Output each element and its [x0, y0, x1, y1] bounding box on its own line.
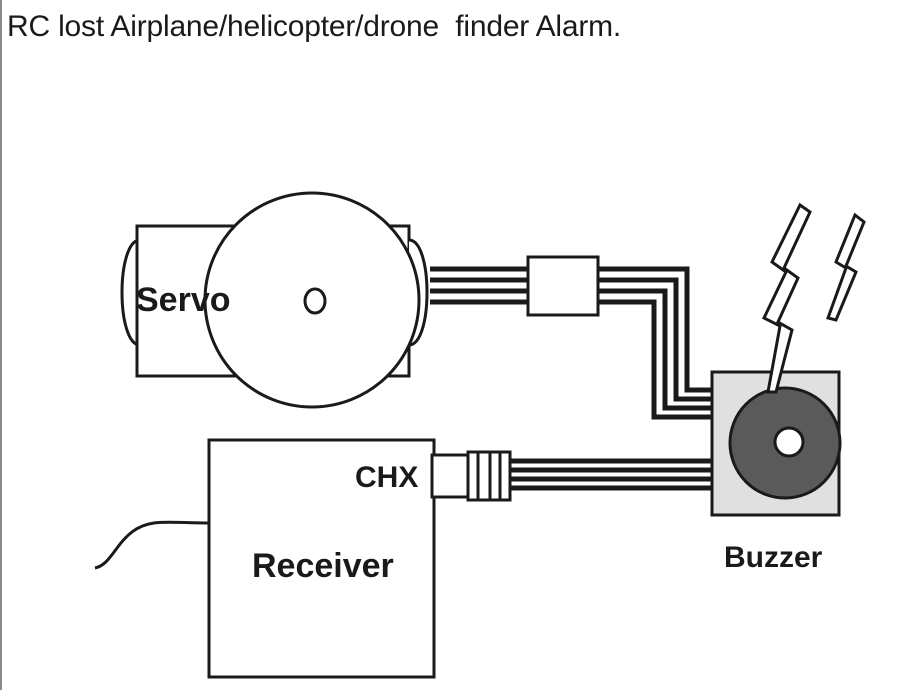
buzzer-label: Buzzer — [724, 541, 823, 574]
sound-waves-icon — [762, 202, 866, 394]
servo-lead — [430, 266, 530, 305]
receiver-label: Receiver — [252, 547, 394, 585]
page-left-border — [0, 0, 2, 690]
receiver-antenna — [94, 520, 210, 570]
servo: Servo — [120, 191, 429, 409]
buzzer-center — [773, 426, 805, 458]
receiver-to-buzzer-wires — [510, 458, 712, 491]
servo-shaft — [303, 287, 327, 315]
receiver: Receiver CHX — [207, 438, 436, 679]
buzzer: Buzzer — [710, 370, 842, 574]
channel-label: CHX — [355, 461, 418, 494]
receiver-plug — [430, 450, 512, 502]
servo-connector — [526, 255, 600, 317]
receiver-body — [207, 438, 436, 679]
servo-label: Servo — [136, 281, 231, 319]
page-title: RC lost Airplane/helicopter/drone finder… — [7, 10, 622, 43]
connector-to-buzzer-wires — [598, 266, 712, 420]
